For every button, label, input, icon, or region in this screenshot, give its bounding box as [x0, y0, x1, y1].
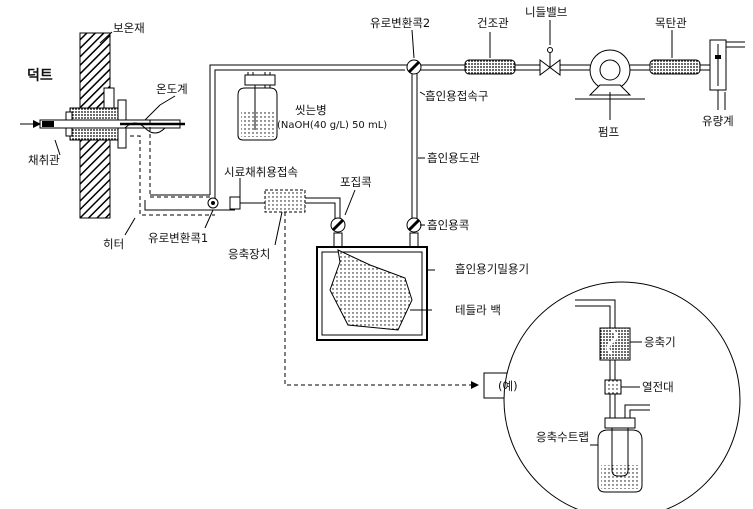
label-condenser: 응축기 — [644, 335, 676, 349]
condenser-detail — [599, 327, 631, 361]
label-heater: 히터 — [103, 237, 124, 251]
label-needle-valve: 니들밸브 — [525, 5, 567, 19]
label-drying-tube: 건조관 — [477, 16, 509, 30]
label-example: (예) — [498, 379, 518, 393]
tedlar-bag — [329, 249, 413, 331]
detail-circle — [503, 281, 741, 509]
condenser-unit — [264, 189, 306, 213]
three-way-cock-2 — [406, 59, 422, 75]
suction-cock — [406, 217, 422, 248]
label-sampling-tube: 채취관 — [28, 153, 60, 167]
label-suction-container: 흡인용기밀용기 — [455, 262, 529, 276]
collection-cock — [330, 217, 346, 248]
label-condensate-trap: 응축수트랩 — [536, 430, 589, 444]
label-wash-bottle: 씻는병 — [295, 103, 327, 117]
label-thermometer: 온도계 — [156, 82, 188, 96]
label-flow-meter: 유량계 — [702, 114, 734, 128]
label-suction-connector: 흡인용접속구 — [425, 89, 488, 103]
example-pointer — [284, 212, 479, 389]
label-heat-insulator: 열전대 — [642, 380, 674, 394]
label-duct: 덕트 — [27, 67, 53, 84]
label-suction-cock: 흡인용콕 — [427, 218, 469, 232]
label-tedlar-bag: 테들라 백 — [455, 303, 501, 317]
heat-insulator — [604, 379, 622, 395]
drying-tube — [464, 59, 516, 75]
label-collection-cock: 포집콕 — [340, 175, 372, 189]
label-three-way-cock-2: 유로변환콕2 — [370, 16, 430, 30]
wash-bottle — [237, 74, 278, 141]
condensate-trap — [597, 417, 643, 493]
heater-line — [130, 120, 215, 216]
label-charcoal-tube: 목탄관 — [655, 16, 687, 30]
label-suction-tube: 흡인용도관 — [427, 151, 480, 165]
label-insulation: 보온재 — [113, 21, 145, 35]
sample-connector — [229, 196, 241, 210]
needle-valve-icon — [539, 47, 561, 76]
label-wash-bottle-solution: (NaOH(40 g/L) 50 mL) — [277, 120, 387, 131]
charcoal-tube — [649, 59, 701, 75]
label-sample-connector: 시료채취용접속 — [224, 165, 298, 179]
label-three-way-cock-1: 유로변환콕1 — [148, 231, 208, 245]
label-pump: 펌프 — [598, 125, 619, 139]
pump-icon — [575, 49, 645, 100]
label-condenser-unit: 응축장치 — [228, 247, 270, 261]
flow-meter-icon — [709, 39, 745, 110]
